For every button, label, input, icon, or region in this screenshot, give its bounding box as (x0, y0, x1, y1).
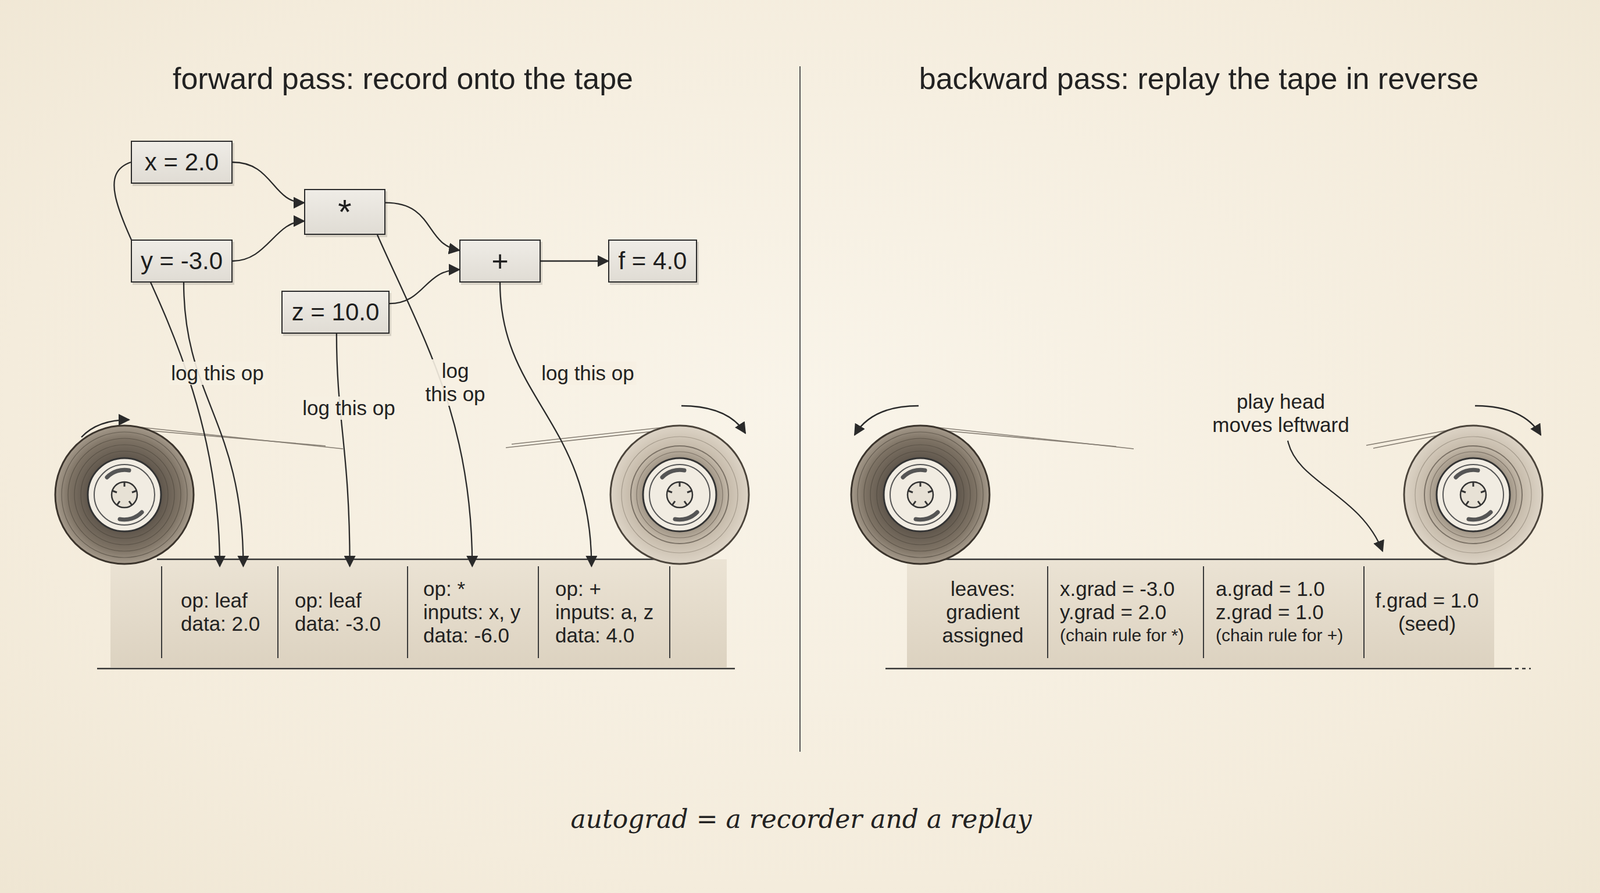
node-text: op: + (555, 577, 602, 601)
tape-cell: f.grad = 1.0(seed) (1364, 566, 1490, 659)
node-text: (chain rule for +) (1215, 623, 1344, 648)
annotation: play head moves leftward (1209, 390, 1353, 437)
node-text: data: -6.0 (423, 623, 510, 648)
tape-reel (610, 425, 749, 564)
node-text: inputs: a, z (555, 600, 654, 624)
tape-edge (1515, 668, 1531, 670)
value-box: z = 10.0 (281, 290, 390, 334)
panel-divider (799, 66, 801, 752)
tape-band (906, 559, 1495, 668)
edge-label: log this op (300, 396, 398, 420)
node-text: (seed) (1398, 612, 1456, 636)
tape-reel (1404, 425, 1543, 564)
value-box: f = 4.0 (608, 239, 698, 283)
connector-arrow (540, 260, 609, 262)
tape-cell: x.grad = -3.0y.grad = 2.0(chain rule for… (1048, 566, 1205, 659)
panel-heading: backward pass: replay the tape in revers… (919, 61, 1480, 96)
node-text: z = 10.0 (291, 298, 380, 327)
connector-arrow (232, 220, 305, 262)
tape-cell: op: *inputs: x, ydata: -6.0 (408, 566, 539, 659)
connector-arrow (232, 162, 305, 203)
node-text: * (337, 191, 352, 232)
node-text: data: 4.0 (555, 623, 635, 648)
node-text: inputs: x, y (423, 600, 521, 624)
tape-cell: a.grad = 1.0z.grad = 1.0(chain rule for … (1204, 566, 1365, 659)
connector-arrow (500, 282, 592, 567)
node-text: f.grad = 1.0 (1375, 588, 1479, 613)
tape-edge (156, 558, 675, 561)
node-text: a.grad = 1.0 (1215, 577, 1325, 601)
panel-heading: forward pass: record onto the tape (172, 61, 634, 96)
node-text: op: * (423, 577, 466, 601)
tape-reel (851, 425, 990, 564)
edge-label: log this op (539, 361, 637, 385)
tape-cell: op: +inputs: a, zdata: 4.0 (538, 566, 671, 659)
node-text: op: leaf (294, 588, 362, 613)
tape-edge (97, 668, 735, 670)
operator-box: + (459, 239, 541, 283)
tape-cell: op: leafdata: 2.0 (161, 566, 279, 659)
node-text: z.grad = 1.0 (1215, 600, 1324, 624)
node-text: x.grad = -3.0 (1059, 577, 1175, 601)
node-text: data: 2.0 (180, 612, 260, 636)
node-text: + (491, 244, 509, 278)
node-text: data: -3.0 (294, 612, 381, 636)
node-text: op: leaf (180, 588, 248, 613)
connector-arrow (336, 333, 350, 567)
connector-arrow (385, 202, 460, 251)
connector-arrow (183, 282, 244, 567)
node-text: y.grad = 2.0 (1059, 600, 1167, 624)
node-text: f = 4.0 (618, 247, 688, 275)
connector-arrow (389, 269, 460, 304)
tape-reel (55, 425, 194, 564)
node-text: y = -3.0 (140, 247, 223, 275)
value-box: x = 2.0 (130, 140, 233, 184)
edge-label: log this op (422, 359, 489, 406)
node-text: leaves: gradient assigned (933, 577, 1033, 648)
edge-label: log this op (169, 361, 266, 385)
value-box: y = -3.0 (130, 239, 233, 283)
tape-band (110, 559, 727, 668)
tape-cell: leaves: gradient assigned (918, 566, 1049, 659)
operator-box: * (304, 188, 386, 235)
tape-edge (885, 668, 1512, 670)
node-text: x = 2.0 (144, 148, 219, 177)
tape-edge (924, 558, 1477, 561)
node-text: (chain rule for *) (1059, 623, 1184, 648)
caption: autograd = a recorder and a replay (570, 804, 1032, 835)
leader-line (1287, 440, 1383, 552)
tape-cell: op: leafdata: -3.0 (278, 566, 409, 659)
